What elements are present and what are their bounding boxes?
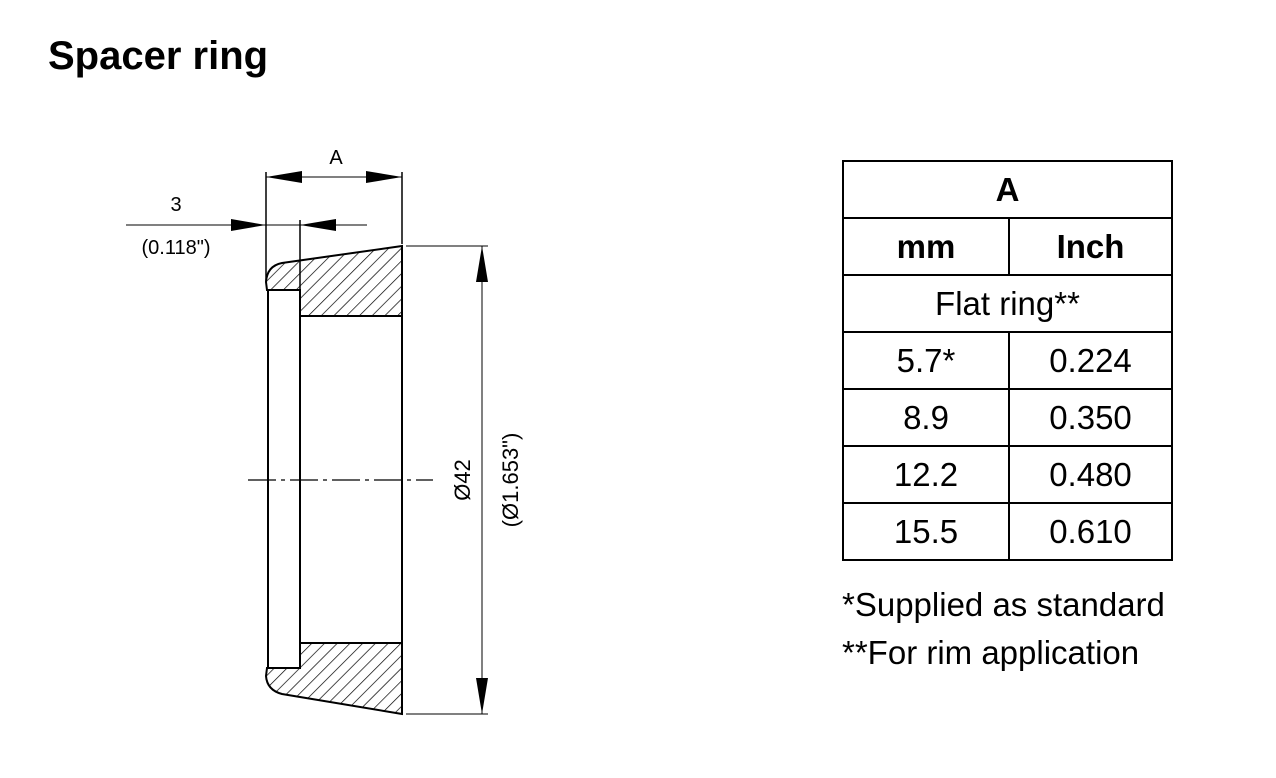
cell-mm: 8.9 [842, 388, 1010, 447]
table-header: A [842, 160, 1173, 219]
group-label: Flat ring** [842, 274, 1173, 333]
column-header-mm: mm [842, 217, 1010, 276]
cell-inch: 0.480 [1008, 445, 1173, 504]
cell-inch: 0.350 [1008, 388, 1173, 447]
column-header-inch: Inch [1008, 217, 1173, 276]
cell-inch: 0.224 [1008, 331, 1173, 390]
dimension-diameter-mm: Ø42 [450, 459, 475, 501]
lower-section-hatch [264, 642, 403, 716]
cell-inch: 0.610 [1008, 502, 1173, 561]
footnote-standard: *Supplied as standard [842, 586, 1165, 623]
cell-mm: 12.2 [842, 445, 1010, 504]
table-row: 5.7*0.224 [842, 331, 1173, 390]
footnote-rim: **For rim application [842, 634, 1140, 671]
page-title: Spacer ring [48, 34, 269, 78]
cell-mm: 15.5 [842, 502, 1010, 561]
cell-mm: 5.7* [842, 331, 1010, 390]
dimension-a-label: A [329, 147, 343, 169]
dimension-diameter-inch: (Ø1.653") [498, 433, 523, 528]
dimension-step-inch: (0.118") [142, 237, 211, 259]
upper-section-hatch [264, 244, 403, 317]
dimension-step-mm: 3 [170, 194, 181, 216]
